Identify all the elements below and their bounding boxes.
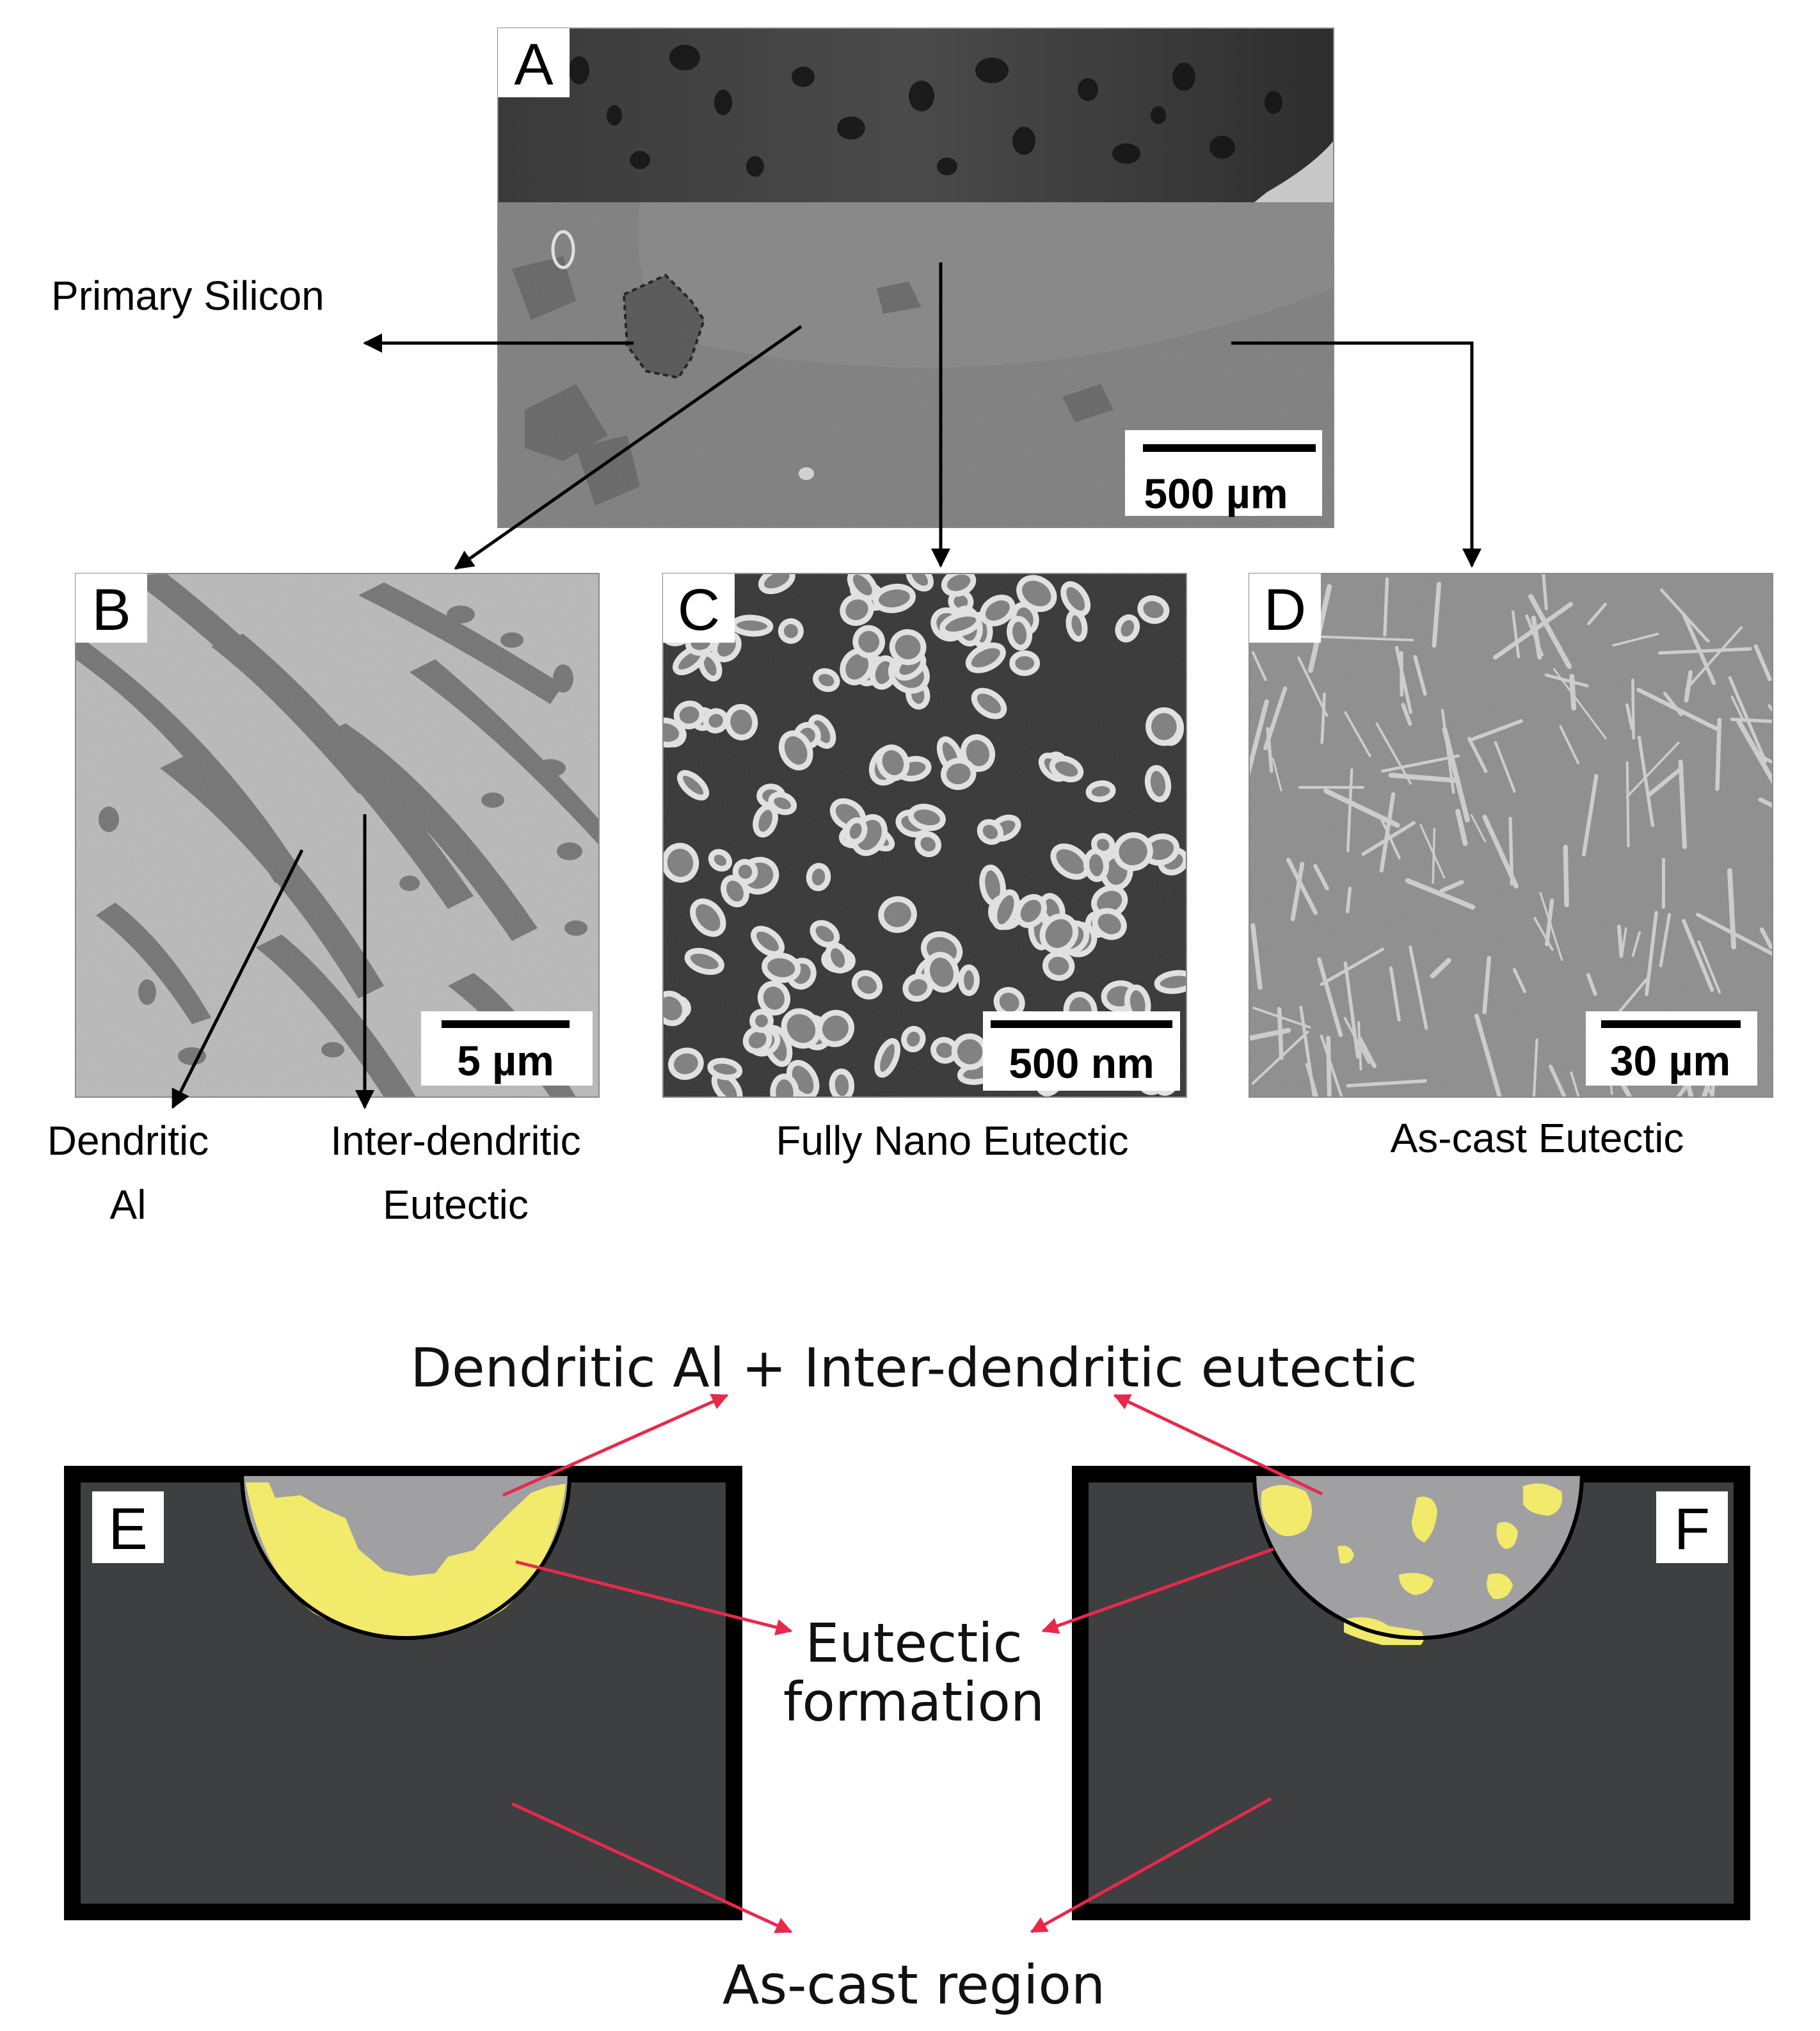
panel-a-letter: A	[514, 32, 554, 97]
arrow-e-eutectic	[515, 1560, 793, 1635]
panel-b-scale-label: 5 µm	[457, 1037, 554, 1084]
label-top-caption: Dendritic Al + Inter-dendritic eutectic	[410, 1337, 1417, 1399]
panel-d-micrograph	[1249, 574, 1773, 1097]
panel-c-letter: C	[678, 577, 720, 643]
panel-a-micrograph	[498, 28, 1334, 527]
panel-e-letter-box	[92, 1491, 164, 1563]
panel-a-pores	[569, 45, 1282, 177]
panel-d-scale-label: 30 µm	[1610, 1037, 1730, 1084]
panel-a-letter-box	[498, 28, 570, 97]
panel-c-scalebar	[991, 1020, 1172, 1028]
label-as-cast-region: As-cast region	[722, 1954, 1105, 2016]
arrow-e-as-cast	[511, 1802, 793, 1934]
panel-c-scale-label: 500 nm	[1009, 1040, 1154, 1087]
arrow-e-dendritic	[502, 1393, 729, 1497]
panel-a: A 500 µm	[497, 28, 1334, 528]
arrow-f-dendritic	[1113, 1393, 1323, 1496]
panel-a-scale-label: 500 µm	[1144, 470, 1288, 517]
panel-b: B 5 µm	[75, 573, 600, 1098]
arrow-f-eutectic	[1041, 1547, 1274, 1634]
label-fully-nano: Fully Nano Eutectic	[776, 1118, 1128, 1164]
panel-c: C 500 nm	[662, 573, 1187, 1098]
label-eutectic-formation-line1: Eutectic	[805, 1612, 1023, 1674]
red-arrows	[502, 1393, 1323, 1934]
arrow-to-panel-d	[1231, 341, 1481, 568]
label-primary-silicon: Primary Silicon	[51, 273, 324, 319]
eutectic-needle	[1768, 704, 1773, 713]
label-as-cast-eutectic: As-cast Eutectic	[1391, 1115, 1684, 1161]
label-dendritic-line1: Dendritic	[47, 1118, 209, 1164]
arrow-dendritic-al	[171, 849, 304, 1109]
panel-d-letter-box	[1249, 574, 1321, 643]
panel-d: D 30 µm	[1249, 573, 1773, 1098]
panel-a-scalebar	[1143, 444, 1316, 452]
label-interdendritic-line2: Eutectic	[383, 1182, 529, 1228]
panel-f-letter: F	[1674, 1497, 1710, 1562]
panel-e: E	[64, 1466, 742, 1920]
panel-f-eutectic-islands	[1261, 1483, 1563, 1645]
arrow-to-panel-b	[454, 325, 802, 570]
panel-f: F	[1072, 1466, 1750, 1920]
panel-f-letter-box	[1656, 1491, 1728, 1563]
label-eutectic-formation-line2: formation	[783, 1671, 1044, 1733]
panel-b-letter-box	[76, 574, 147, 643]
panel-e-eutectic-band	[246, 1482, 566, 1639]
panel-b-scalebar	[442, 1020, 570, 1028]
black-arrows	[171, 262, 1481, 1109]
panel-d-letter: D	[1264, 577, 1306, 643]
panel-e-letter: E	[108, 1497, 147, 1562]
panel-b-micrograph	[76, 574, 599, 1097]
label-dendritic-line2: Al	[110, 1182, 147, 1228]
label-interdendritic-line1: Inter-dendritic	[330, 1118, 580, 1164]
panel-b-letter: B	[92, 577, 131, 643]
panel-d-scalebar	[1601, 1020, 1741, 1028]
arrow-f-as-cast	[1030, 1797, 1272, 1934]
panel-c-letter-box	[663, 574, 735, 643]
